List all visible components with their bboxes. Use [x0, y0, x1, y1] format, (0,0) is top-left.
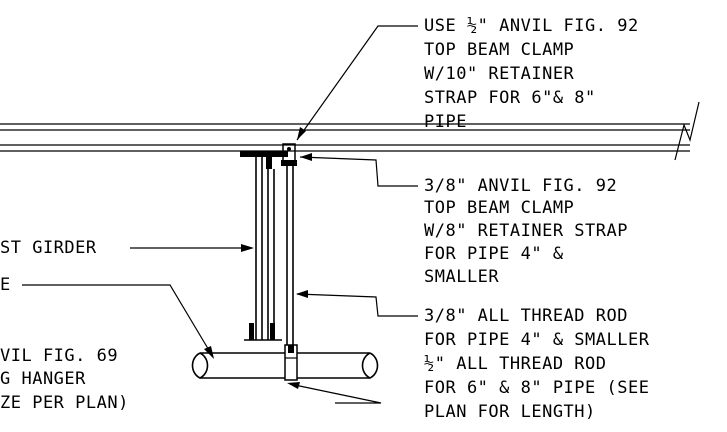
- note-top-clamp-3-8: 3/8" ANVIL FIG. 92 TOP BEAM CLAMP W/8" R…: [424, 176, 628, 287]
- note-joist-girder: ST GIRDER: [0, 238, 97, 258]
- all-thread-rod: [286, 166, 294, 345]
- note-line: FOR 6" & 8" PIPE (SEE: [424, 378, 649, 398]
- note-pipe: E: [0, 275, 11, 295]
- note-line: STRAP FOR 6"& 8": [424, 88, 596, 108]
- joist-girder: [244, 157, 282, 341]
- note-line: PIPE: [424, 112, 467, 132]
- break-symbol: [674, 101, 700, 161]
- note-line: PLAN FOR LENGTH): [424, 402, 596, 422]
- note-line: TOP BEAM CLAMP: [424, 40, 574, 60]
- note-line: ZE PER PLAN): [0, 393, 129, 413]
- note-top-clamp-half: USE ½" ANVIL FIG. 92 TOP BEAM CLAMP W/10…: [424, 16, 639, 132]
- note-line: VIL FIG. 69: [0, 346, 118, 366]
- note-line: 3/8" ALL THREAD ROD: [424, 306, 628, 326]
- note-line: USE ½" ANVIL FIG. 92: [424, 16, 639, 36]
- note-line: FOR PIPE 4" &: [424, 244, 564, 264]
- note-line: W/10" RETAINER: [424, 64, 575, 84]
- top-beam-clamp: [240, 143, 297, 169]
- leader-lines: [22, 25, 418, 404]
- deck-lines: [0, 101, 700, 161]
- note-line: FOR PIPE 4" & SMALLER: [424, 330, 650, 350]
- note-all-thread-rod: 3/8" ALL THREAD ROD FOR PIPE 4" & SMALLE…: [424, 306, 650, 422]
- note-line: W/8" RETAINER STRAP: [424, 221, 628, 241]
- note-line: SMALLER: [424, 267, 499, 287]
- note-line: TOP BEAM CLAMP: [424, 198, 574, 218]
- note-line: G HANGER: [0, 369, 86, 389]
- note-line: 3/8" ANVIL FIG. 92: [424, 176, 617, 196]
- ring-hanger: [284, 344, 298, 381]
- note-ring-hanger: VIL FIG. 69 G HANGER ZE PER PLAN): [0, 346, 129, 413]
- note-line: ½" ALL THREAD ROD: [424, 354, 607, 374]
